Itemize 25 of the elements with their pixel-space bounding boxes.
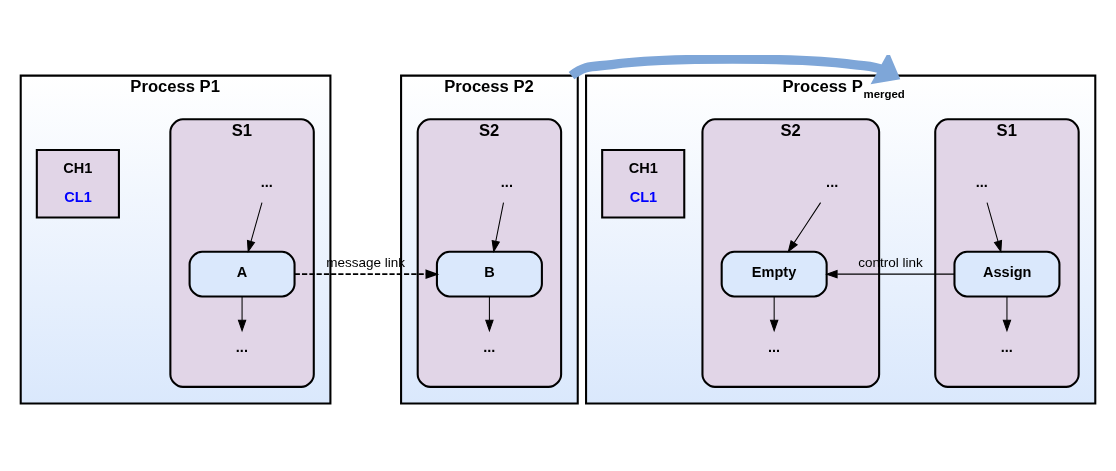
arrow bbox=[491, 202, 504, 254]
arrow bbox=[294, 269, 440, 279]
node-text: ... bbox=[767, 339, 781, 356]
arrow bbox=[485, 296, 494, 333]
node-text: ... bbox=[1000, 339, 1013, 356]
node-box: B bbox=[435, 250, 543, 298]
arrow bbox=[986, 202, 1003, 254]
node-text: ... bbox=[483, 339, 496, 356]
arrow bbox=[568, 55, 901, 85]
node-box: CH1 CL1 bbox=[601, 148, 686, 219]
arrow bbox=[1002, 296, 1012, 333]
node-text: ... bbox=[826, 173, 839, 190]
node-box: A bbox=[188, 250, 296, 298]
node-text: ... bbox=[500, 173, 513, 190]
arrow bbox=[787, 202, 822, 253]
node-box: Empty bbox=[720, 250, 828, 298]
arrow bbox=[769, 296, 779, 333]
node-box: CH1 CL1 bbox=[35, 148, 120, 219]
node-text: ... bbox=[235, 339, 248, 356]
arrow bbox=[825, 269, 955, 279]
arrow bbox=[246, 202, 263, 254]
node-box: Assign bbox=[953, 250, 1061, 298]
node-text: ... bbox=[260, 173, 273, 190]
node-text: ... bbox=[975, 173, 988, 190]
arrow bbox=[237, 296, 247, 333]
